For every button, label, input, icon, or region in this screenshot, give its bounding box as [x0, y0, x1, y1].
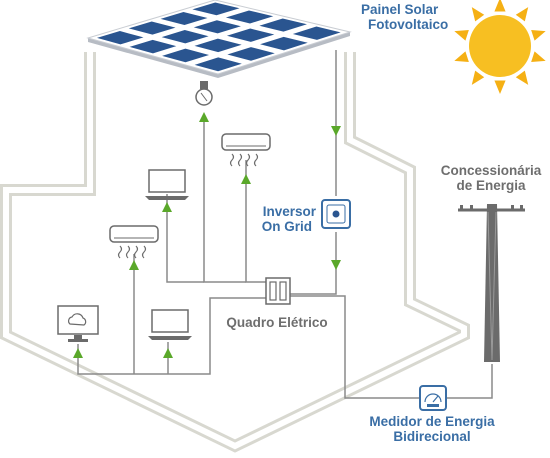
solar-panel-cell	[194, 57, 242, 72]
sun-ray	[494, 80, 506, 94]
solar-panel-cell	[193, 20, 241, 34]
sun-ray	[471, 7, 485, 22]
solar-panel-cell	[129, 39, 177, 54]
flow-arrows	[73, 112, 341, 358]
label-meter: Medidor de Energia Bidirecional	[369, 414, 495, 444]
desktop-monitor-icon	[57, 305, 99, 342]
sun-ray	[515, 70, 529, 85]
arrow-to-ac-lower	[129, 260, 139, 270]
label-inverter: Inversor On Grid	[262, 204, 317, 234]
solar-panel-cell	[192, 2, 240, 16]
sun-ray	[494, 0, 506, 12]
solar-panel-cell	[259, 18, 307, 32]
svg-text:Concessionária: Concessionária	[441, 163, 542, 178]
svg-text:Painel Solar: Painel Solar	[361, 2, 439, 17]
air-conditioner-icon	[221, 133, 271, 167]
laptop-icon	[145, 169, 189, 200]
solar-panel-cell	[194, 38, 242, 53]
solar-panel-cell	[128, 21, 176, 35]
sun-core	[469, 15, 531, 77]
sun-ray	[531, 30, 546, 41]
label-switchboard: Quadro Elétrico	[226, 315, 327, 330]
energy-meter-icon	[419, 385, 447, 411]
arrow-to-laptop-lower	[163, 348, 173, 358]
sun-icon	[454, 0, 546, 94]
svg-text:Bidirecional: Bidirecional	[393, 429, 470, 444]
solar-panel-cell	[160, 11, 208, 25]
house-outline	[0, 52, 470, 453]
wiring	[77, 50, 493, 399]
air-conditioner-icon	[109, 225, 159, 259]
svg-text:de Energia: de Energia	[456, 178, 526, 193]
inverter-icon	[321, 199, 351, 229]
solar-panel-icon	[86, 0, 352, 78]
solar-panel-cell	[97, 31, 144, 45]
sun-ray	[531, 51, 546, 62]
sun-ray	[454, 30, 469, 41]
solar-panel-cell	[260, 36, 308, 51]
sun-ray	[515, 7, 529, 22]
svg-text:On Grid: On Grid	[262, 219, 312, 234]
switchboard-icon	[265, 277, 291, 305]
sun-ray	[471, 70, 485, 85]
arrow-to-laptop-upper	[162, 202, 172, 212]
label-utility: Concessionária de Energia	[441, 163, 542, 193]
svg-text:Fotovoltaico: Fotovoltaico	[368, 17, 448, 32]
solar-panel-cell	[161, 30, 209, 44]
svg-text:Inversor: Inversor	[263, 204, 317, 219]
light-bulb-icon	[195, 81, 213, 106]
laptop-icon	[148, 309, 192, 340]
solar-panel-cell	[227, 47, 275, 61]
svg-text:Medidor de Energia: Medidor de Energia	[369, 414, 495, 429]
solar-panel-cell	[225, 10, 274, 24]
utility-pole-icon	[458, 204, 525, 362]
arrow-to-bulb	[199, 112, 209, 122]
arrow-inverter-to-board	[331, 260, 341, 270]
arrow-panel-to-inverter	[331, 126, 341, 136]
sun-ray	[454, 51, 469, 62]
arrow-to-ac-upper	[241, 174, 251, 184]
solar-panel-cell	[226, 28, 275, 42]
arrow-to-desktop	[73, 348, 83, 358]
solar-panel-cell	[292, 26, 341, 40]
label-solar-panel: Painel Solar Fotovoltaico	[361, 2, 448, 32]
solar-panel-cell	[162, 48, 210, 63]
